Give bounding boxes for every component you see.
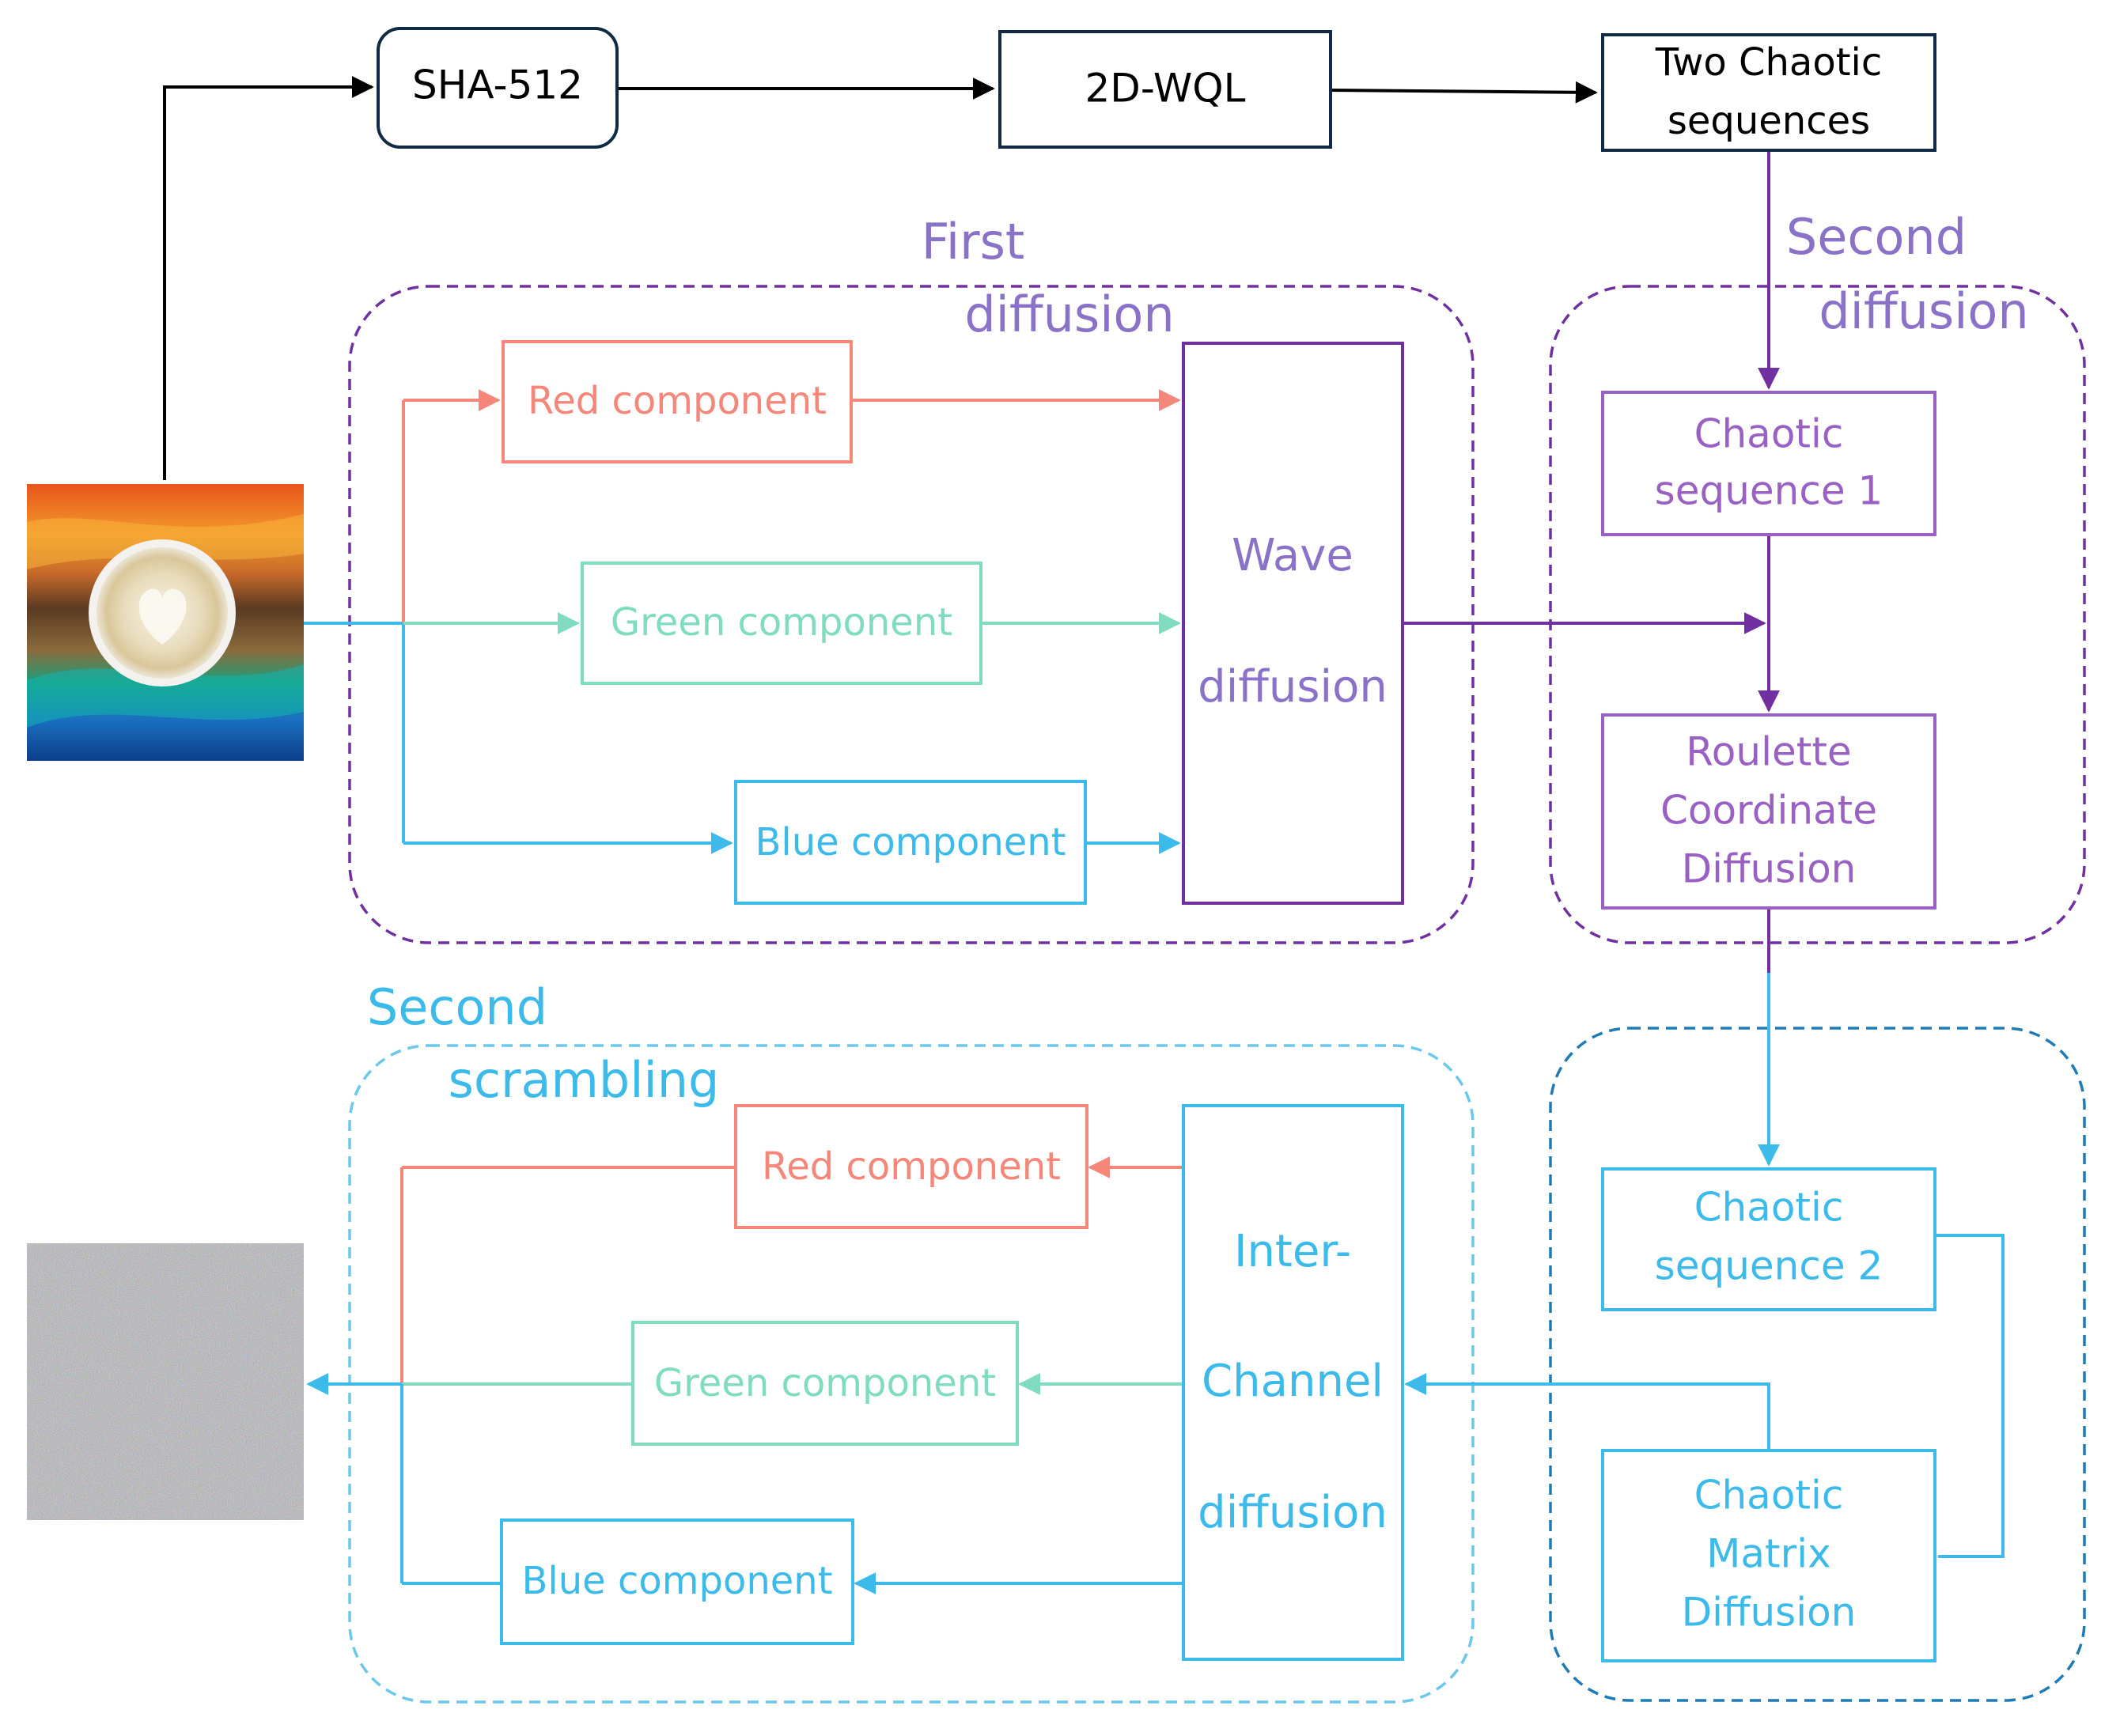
wql-label: 2D-WQL xyxy=(1085,66,1246,112)
red-component-label-2: Red component xyxy=(762,1144,1061,1189)
seq1-label-line1: Chaotic xyxy=(1694,411,1844,457)
chaotic-seq1-box xyxy=(1601,391,1936,536)
plain-image xyxy=(27,484,304,761)
chaotic-matrix-box xyxy=(1601,1449,1936,1662)
inter-label-line2: Channel xyxy=(1202,1356,1384,1407)
second-diffusion-group xyxy=(1549,285,2086,944)
green-component-label-2: Green component xyxy=(654,1361,996,1405)
sequences-label-line2: sequences xyxy=(1668,99,1870,143)
blue-component-box-2 xyxy=(500,1519,854,1645)
sha-box xyxy=(377,27,619,149)
wave-label-line1: Wave xyxy=(1232,530,1353,581)
roulette-label-line2: Coordinate xyxy=(1660,788,1877,834)
second-diffusion-title-line1: Second xyxy=(1786,208,1967,266)
matrix-label-line3: Diffusion xyxy=(1682,1590,1857,1636)
roulette-label-line3: Diffusion xyxy=(1682,846,1857,892)
sha-label: SHA-512 xyxy=(412,62,583,108)
seq2-label-line2: sequence 2 xyxy=(1655,1243,1883,1289)
roulette-label-line1: Roulette xyxy=(1686,729,1851,775)
inter-channel-box xyxy=(1182,1104,1404,1661)
seq2-label-line1: Chaotic xyxy=(1694,1185,1844,1231)
matrix-diffusion-group xyxy=(1549,1027,2086,1702)
second-scrambling-title-line2: scrambling xyxy=(449,1051,720,1109)
wave-label-line2: diffusion xyxy=(1198,661,1387,713)
arrow-image-to-sha xyxy=(163,76,374,480)
arrow-wql-to-seq xyxy=(1330,81,1598,104)
arrow-matrix-to-inter xyxy=(1404,1373,1770,1450)
blue-component-box-1 xyxy=(734,780,1087,905)
chaotic-seq2-box xyxy=(1601,1167,1936,1311)
second-diffusion-title-line2: diffusion xyxy=(1819,282,2028,340)
blue-component-label-1: Blue component xyxy=(755,820,1066,864)
matrix-label-line2: Matrix xyxy=(1706,1531,1830,1577)
second-scrambling-title-line1: Second xyxy=(367,978,547,1036)
green-component-box-1 xyxy=(581,562,982,685)
first-diffusion-title-line1: First xyxy=(922,213,1024,270)
sequences-box xyxy=(1601,33,1936,152)
red-component-box-1 xyxy=(502,340,853,463)
second-scrambling-group xyxy=(348,1044,1475,1704)
green-component-label-1: Green component xyxy=(611,600,952,645)
matrix-label-line1: Chaotic xyxy=(1694,1473,1844,1519)
wql-box xyxy=(998,30,1332,149)
roulette-box xyxy=(1601,713,1936,910)
blue-component-label-2: Blue component xyxy=(521,1559,832,1603)
seq1-label-line2: sequence 1 xyxy=(1655,468,1883,514)
inter-label-line3: diffusion xyxy=(1198,1487,1387,1538)
first-diffusion-group xyxy=(348,285,1475,944)
sequences-label-line1: Two Chaotic xyxy=(1655,40,1883,85)
first-diffusion-title-line2: diffusion xyxy=(964,286,1174,343)
line-seq2-to-matrix xyxy=(1936,1234,2005,1558)
inter-label-line1: Inter- xyxy=(1234,1226,1351,1277)
red-component-box-2 xyxy=(734,1104,1088,1229)
green-component-box-2 xyxy=(631,1321,1019,1446)
wave-diffusion-box xyxy=(1182,342,1404,905)
cipher-image xyxy=(27,1243,304,1520)
red-component-label-1: Red component xyxy=(528,379,827,423)
